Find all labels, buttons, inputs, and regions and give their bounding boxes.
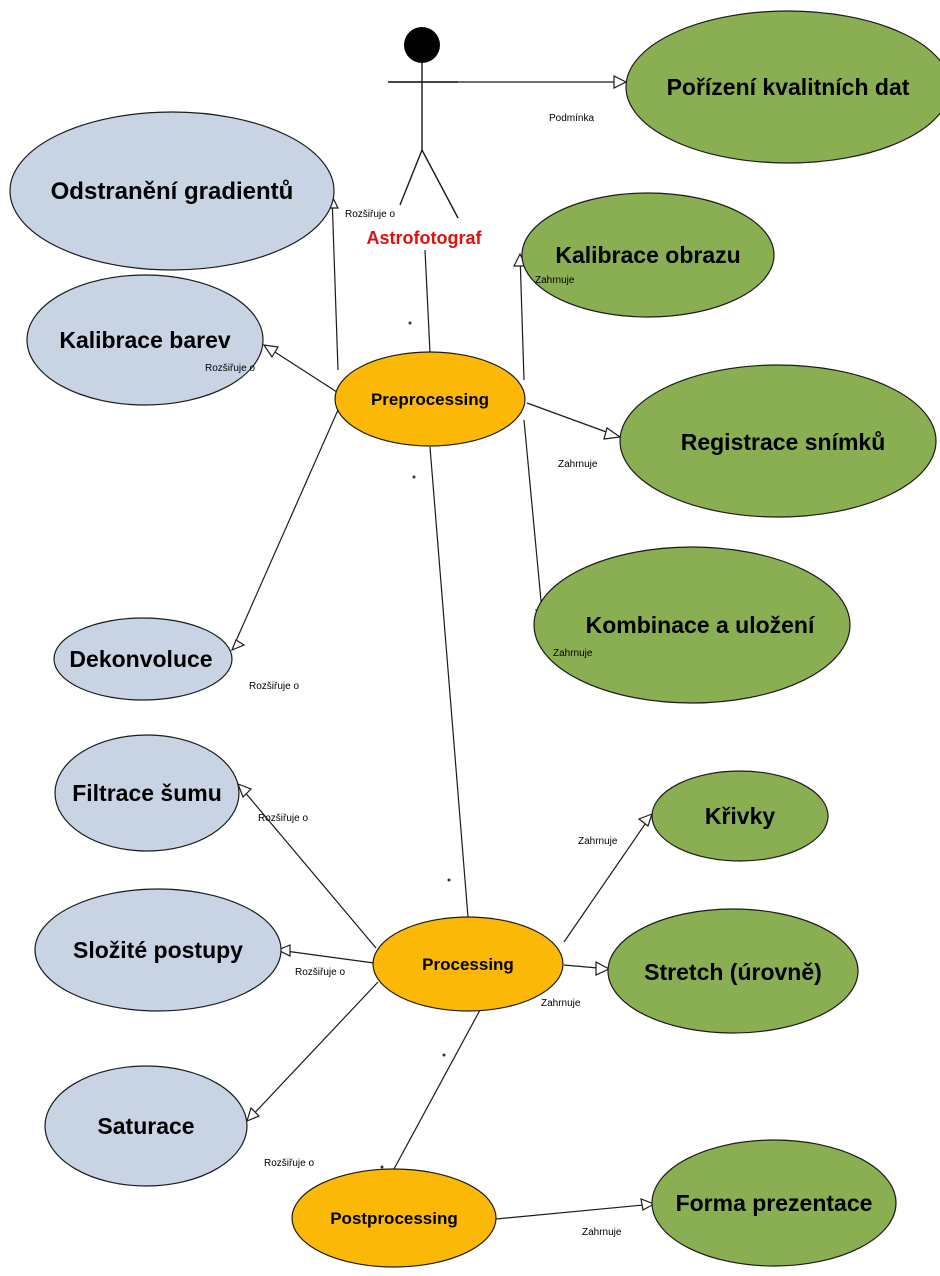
edge-preprocessing-kombinace — [523, 419, 544, 623]
edge-preprocessing-kalibrace-barev — [263, 344, 341, 395]
dot — [408, 321, 412, 325]
edge-processing-krivky — [563, 813, 653, 943]
arrowhead-registrace — [603, 427, 622, 440]
edge-postprocessing-processing — [393, 1009, 481, 1170]
edge-label-zahrnuje-registrace: Zahrnuje — [558, 459, 598, 470]
arrowhead-porizeni — [613, 75, 628, 89]
node-slozite-shape[interactable] — [34, 888, 282, 1012]
arrowhead-forma — [640, 1198, 656, 1211]
node-stretch-shape[interactable] — [607, 908, 859, 1034]
actor-head-icon — [404, 27, 440, 63]
edge-label-zahrnuje-forma: Zahrnuje — [582, 1227, 622, 1238]
edge-preprocessing-registrace — [526, 402, 621, 438]
actor-right-leg — [421, 149, 459, 219]
edge-postprocessing-forma — [495, 1203, 655, 1220]
green-ellipses — [521, 10, 940, 1267]
actor-label: Astrofotograf — [367, 228, 483, 248]
node-postprocessing-shape[interactable] — [291, 1168, 497, 1268]
dot — [447, 878, 451, 882]
node-kalibrace-barev-shape[interactable] — [26, 274, 264, 406]
node-kombinace-label: Kombinace a uložení — [586, 612, 816, 638]
edge-preprocessing-actor — [424, 249, 431, 354]
node-forma-shape[interactable] — [651, 1139, 897, 1267]
edge-label-zahrnuje-stretch: Zahrnuje — [541, 998, 581, 1009]
node-krivky-shape[interactable] — [651, 770, 829, 862]
dot — [412, 475, 416, 479]
node-odstraneni-label: Odstranění gradientů — [51, 178, 294, 205]
edge-preprocessing-processing — [429, 446, 469, 918]
node-saturace-shape[interactable] — [44, 1065, 248, 1187]
node-filtrace-label: Filtrace šumu — [72, 780, 222, 806]
node-odstraneni-shape[interactable] — [9, 111, 335, 271]
edge-label-rozsiruje-dekonvoluce: Rozšiřuje o — [249, 681, 299, 692]
edge-label-podminka: Podmínka — [549, 113, 594, 124]
edge-processing-filtrace — [237, 783, 377, 949]
node-kalibrace-barev-label: Kalibrace barev — [59, 327, 231, 353]
node-slozite-label: Složité postupy — [73, 937, 243, 963]
node-dekonvoluce-shape[interactable] — [53, 617, 233, 701]
edge-label-zahrnuje-kalibrace: Zahrnuje — [535, 275, 575, 286]
node-registrace-shape[interactable] — [619, 364, 937, 518]
actor-body — [388, 63, 459, 219]
node-kalibrace-obrazu-label: Kalibrace obrazu — [555, 242, 740, 268]
node-forma-label: Forma prezentace — [676, 1190, 873, 1216]
edge-label-rozsiruje-gradient: Rozšiřuje o — [345, 209, 395, 220]
node-preprocessing-shape[interactable] — [334, 351, 526, 447]
node-postprocessing-label: Postprocessing — [330, 1209, 458, 1228]
node-filtrace-shape[interactable] — [54, 734, 240, 852]
edge-label-zahrnuje-krivky: Zahrnuje — [578, 836, 618, 847]
actor-left-leg — [399, 149, 423, 206]
edge-preprocessing-dekonvoluce — [231, 409, 339, 651]
node-stretch-label: Stretch (úrovně) — [644, 959, 822, 985]
arrowhead-filtrace — [236, 782, 253, 799]
edge-processing-slozite — [277, 949, 375, 964]
edge-label-rozsiruje-barvy: Rozšiřuje o — [205, 363, 255, 374]
node-kombinace-shape[interactable] — [533, 546, 851, 704]
edge-label-rozsiruje-filtrace: Rozšiřuje o — [258, 813, 308, 824]
node-krivky-label: Křivky — [705, 803, 776, 829]
stray-dots — [380, 321, 451, 1169]
dot — [442, 1053, 446, 1057]
arrowhead-kalibrace-barev — [262, 344, 279, 359]
arrowhead-saturace — [246, 1106, 261, 1123]
arrowhead-dekonvoluce — [230, 639, 246, 652]
edge-preprocessing-kalibrace-obrazu — [519, 253, 525, 381]
node-porizeni-label: Pořízení kvalitních dat — [667, 74, 910, 100]
arrowhead-krivky — [637, 812, 653, 827]
node-kalibrace-obrazu-shape[interactable] — [521, 192, 775, 318]
gray-ellipses — [9, 111, 335, 1187]
edge-label-rozsiruje-saturace: Rozšiřuje o — [264, 1158, 314, 1169]
node-processing-label: Processing — [422, 955, 514, 974]
edge-preprocessing-odstraneni — [331, 195, 339, 371]
node-registrace-label: Registrace snímků — [681, 429, 886, 455]
edge-label-zahrnuje-kombinace: Zahrnuje — [553, 648, 593, 659]
arrowhead-slozite — [276, 944, 291, 957]
node-preprocessing-label: Preprocessing — [371, 390, 489, 409]
node-processing-shape[interactable] — [372, 916, 564, 1012]
arrowhead-stretch — [595, 960, 611, 976]
edge-processing-saturace — [246, 981, 379, 1122]
node-porizeni-shape[interactable] — [625, 10, 940, 164]
edge-label-rozsiruje-slozite: Rozšiřuje o — [295, 967, 345, 978]
dot — [380, 1165, 384, 1169]
node-dekonvoluce-label: Dekonvoluce — [69, 646, 212, 672]
orange-ellipses — [291, 351, 564, 1268]
actor-figure[interactable] — [388, 27, 459, 219]
node-saturace-label: Saturace — [97, 1113, 194, 1139]
